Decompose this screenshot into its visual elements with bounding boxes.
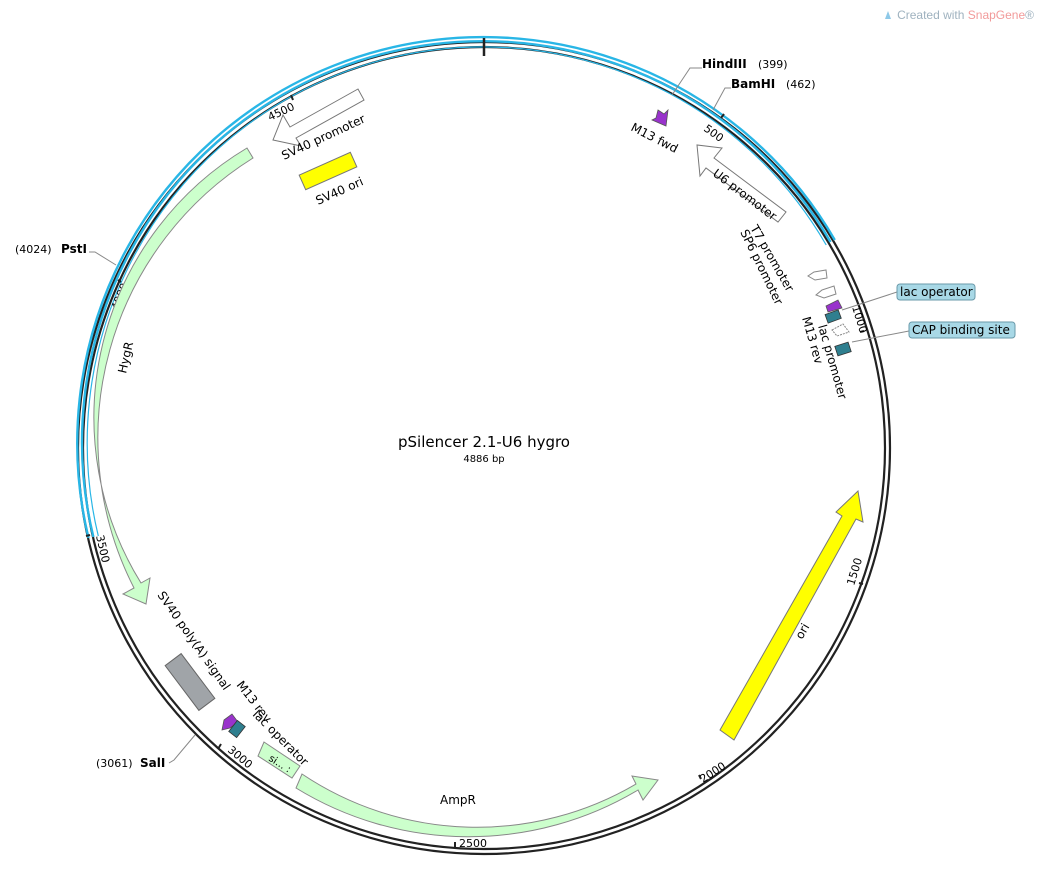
label-lac-operator: lac operator [900, 285, 973, 299]
callout-lac-operator [896, 283, 976, 301]
label-hygr: HygR [115, 340, 136, 374]
tick-label-2500: 2500 [459, 837, 487, 850]
snapgene-logo-icon [885, 11, 892, 19]
site-psti-pos: (4024) [15, 243, 52, 256]
tick-label-1000: 1000 [849, 304, 870, 335]
site-sali-pos: (3061) [96, 757, 133, 770]
site-hindiii-name: HindIII [702, 57, 747, 71]
tick-label-3500: 3500 [93, 534, 112, 564]
label-cap-binding-site: CAP binding site [912, 323, 1010, 337]
tick-3500: 3500 [85, 534, 112, 564]
feature-sp6-promoter: SP6 promoter [737, 227, 837, 307]
feature-hygr: HygR [93, 147, 254, 605]
feature-ampr: AmpR [295, 773, 659, 838]
plasmid-name: pSilencer 2.1-U6 hygro [398, 433, 570, 451]
site-psti-name: PstI [61, 242, 87, 256]
label-ampr: AmpR [440, 793, 476, 807]
site-sali-name: SalI [140, 756, 165, 770]
tick-label-2000: 2000 [698, 759, 729, 785]
feature-m13-fwd: M13 fwd [629, 108, 681, 156]
label-ori: ori [792, 621, 812, 642]
feature-cap-binding-site: CAP binding site [831, 321, 1016, 357]
site-psti: (4024) PstI [15, 242, 117, 266]
site-sali: (3061) SalI [96, 734, 196, 770]
feature-sv40-ori: SV40 ori [298, 151, 365, 208]
plasmid-length: 4886 bp [463, 454, 504, 465]
feature-lac-operator: lac operator [824, 283, 976, 324]
tick-2500: 2500 [454, 837, 487, 850]
site-hindiii: HindIII (399) [671, 57, 788, 96]
snapgene-watermark: Created with SnapGene® [883, 8, 1034, 22]
site-bamhi-pos: (462) [786, 78, 816, 91]
feature-ori: ori [719, 489, 864, 741]
site-bamhi-name: BamHI [731, 77, 775, 91]
tick-3000: 3000 [217, 743, 255, 771]
label-m13-fwd: M13 fwd [629, 120, 681, 156]
site-hindiii-pos: (399) [758, 58, 788, 71]
site-bamhi: BamHI (462) [712, 77, 816, 111]
watermark-suffix: ® [1025, 8, 1034, 22]
callout-cap-binding-site [908, 321, 1016, 339]
watermark-brand: SnapGene [967, 8, 1026, 22]
insert-region [76, 35, 836, 539]
watermark-prefix: Created with [897, 8, 968, 22]
tick-2000: 2000 [698, 759, 729, 785]
feature-sv40-promoter: SV40 promoter [272, 88, 367, 163]
tick-1000: 1000 [849, 304, 870, 335]
label-u6-promoter: U6 promoter [710, 166, 779, 223]
